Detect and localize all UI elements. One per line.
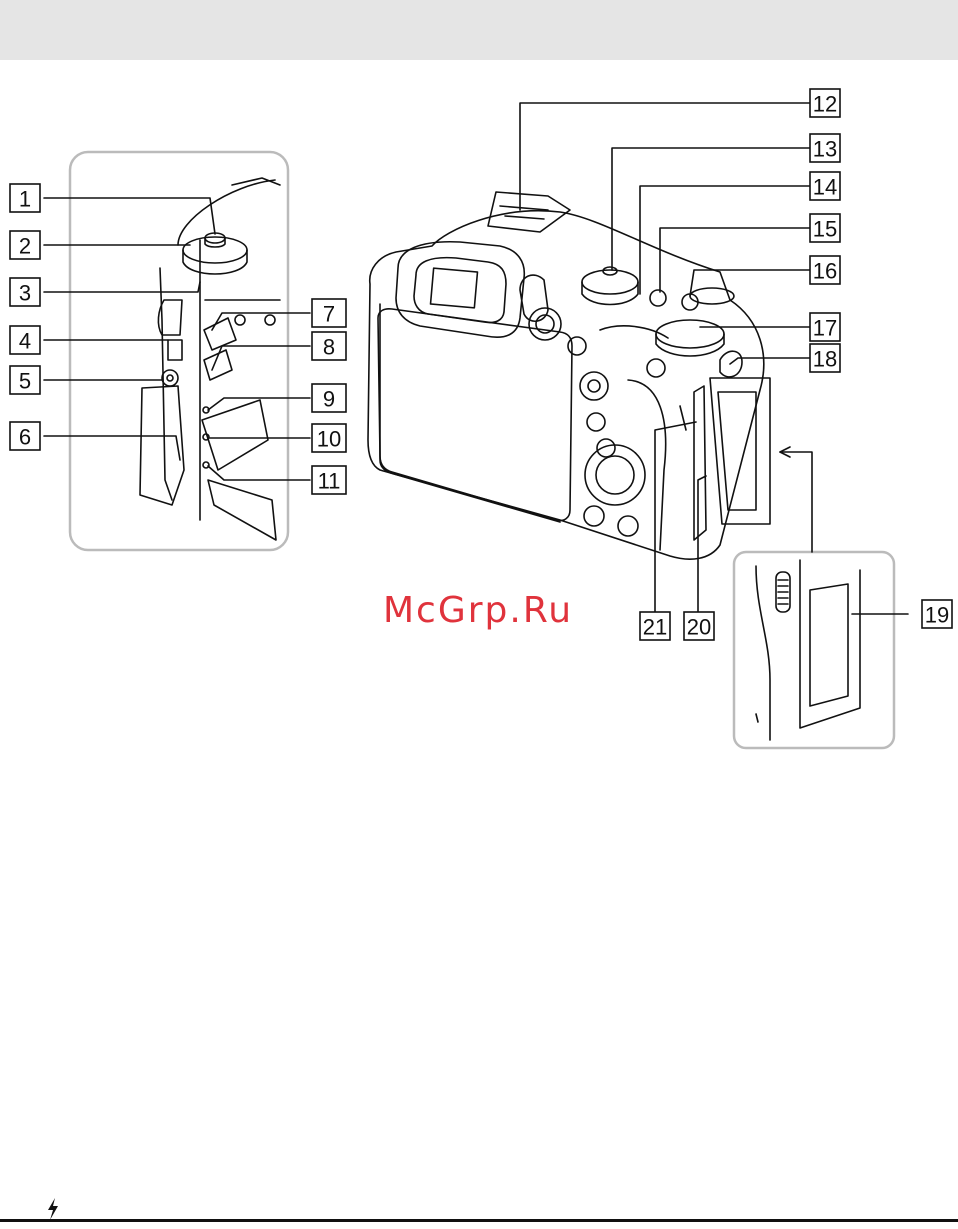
callout-9: 9 xyxy=(323,387,335,412)
callout-1: 1 xyxy=(19,187,31,212)
callout-5: 5 xyxy=(19,369,31,394)
callout-21: 21 xyxy=(643,615,667,640)
callout-3: 3 xyxy=(19,281,31,306)
callout-12: 12 xyxy=(813,92,837,117)
callout-19: 19 xyxy=(925,603,949,628)
callout-10: 10 xyxy=(317,427,341,452)
callout-15: 15 xyxy=(813,217,837,242)
callout-7: 7 xyxy=(323,302,335,327)
callout-6: 6 xyxy=(19,425,31,450)
camera-diagram: 1 2 3 4 5 6 7 8 9 10 11 12 13 14 15 16 1… xyxy=(0,0,958,780)
callout-17: 17 xyxy=(813,316,837,341)
flash-icon xyxy=(46,1198,60,1220)
callout-14: 14 xyxy=(813,175,837,200)
callout-11: 11 xyxy=(318,469,341,494)
callout-20: 20 xyxy=(687,615,711,640)
callout-4: 4 xyxy=(19,329,31,354)
callout-16: 16 xyxy=(813,259,837,284)
callout-2: 2 xyxy=(19,234,31,259)
cover-detail-frame xyxy=(734,552,894,748)
callout-13: 13 xyxy=(813,137,837,162)
side-view-frame xyxy=(70,152,288,550)
footer-rule xyxy=(0,1219,958,1222)
watermark: McGrp.Ru xyxy=(383,590,573,631)
callout-8: 8 xyxy=(323,335,335,360)
callout-18: 18 xyxy=(813,347,837,372)
